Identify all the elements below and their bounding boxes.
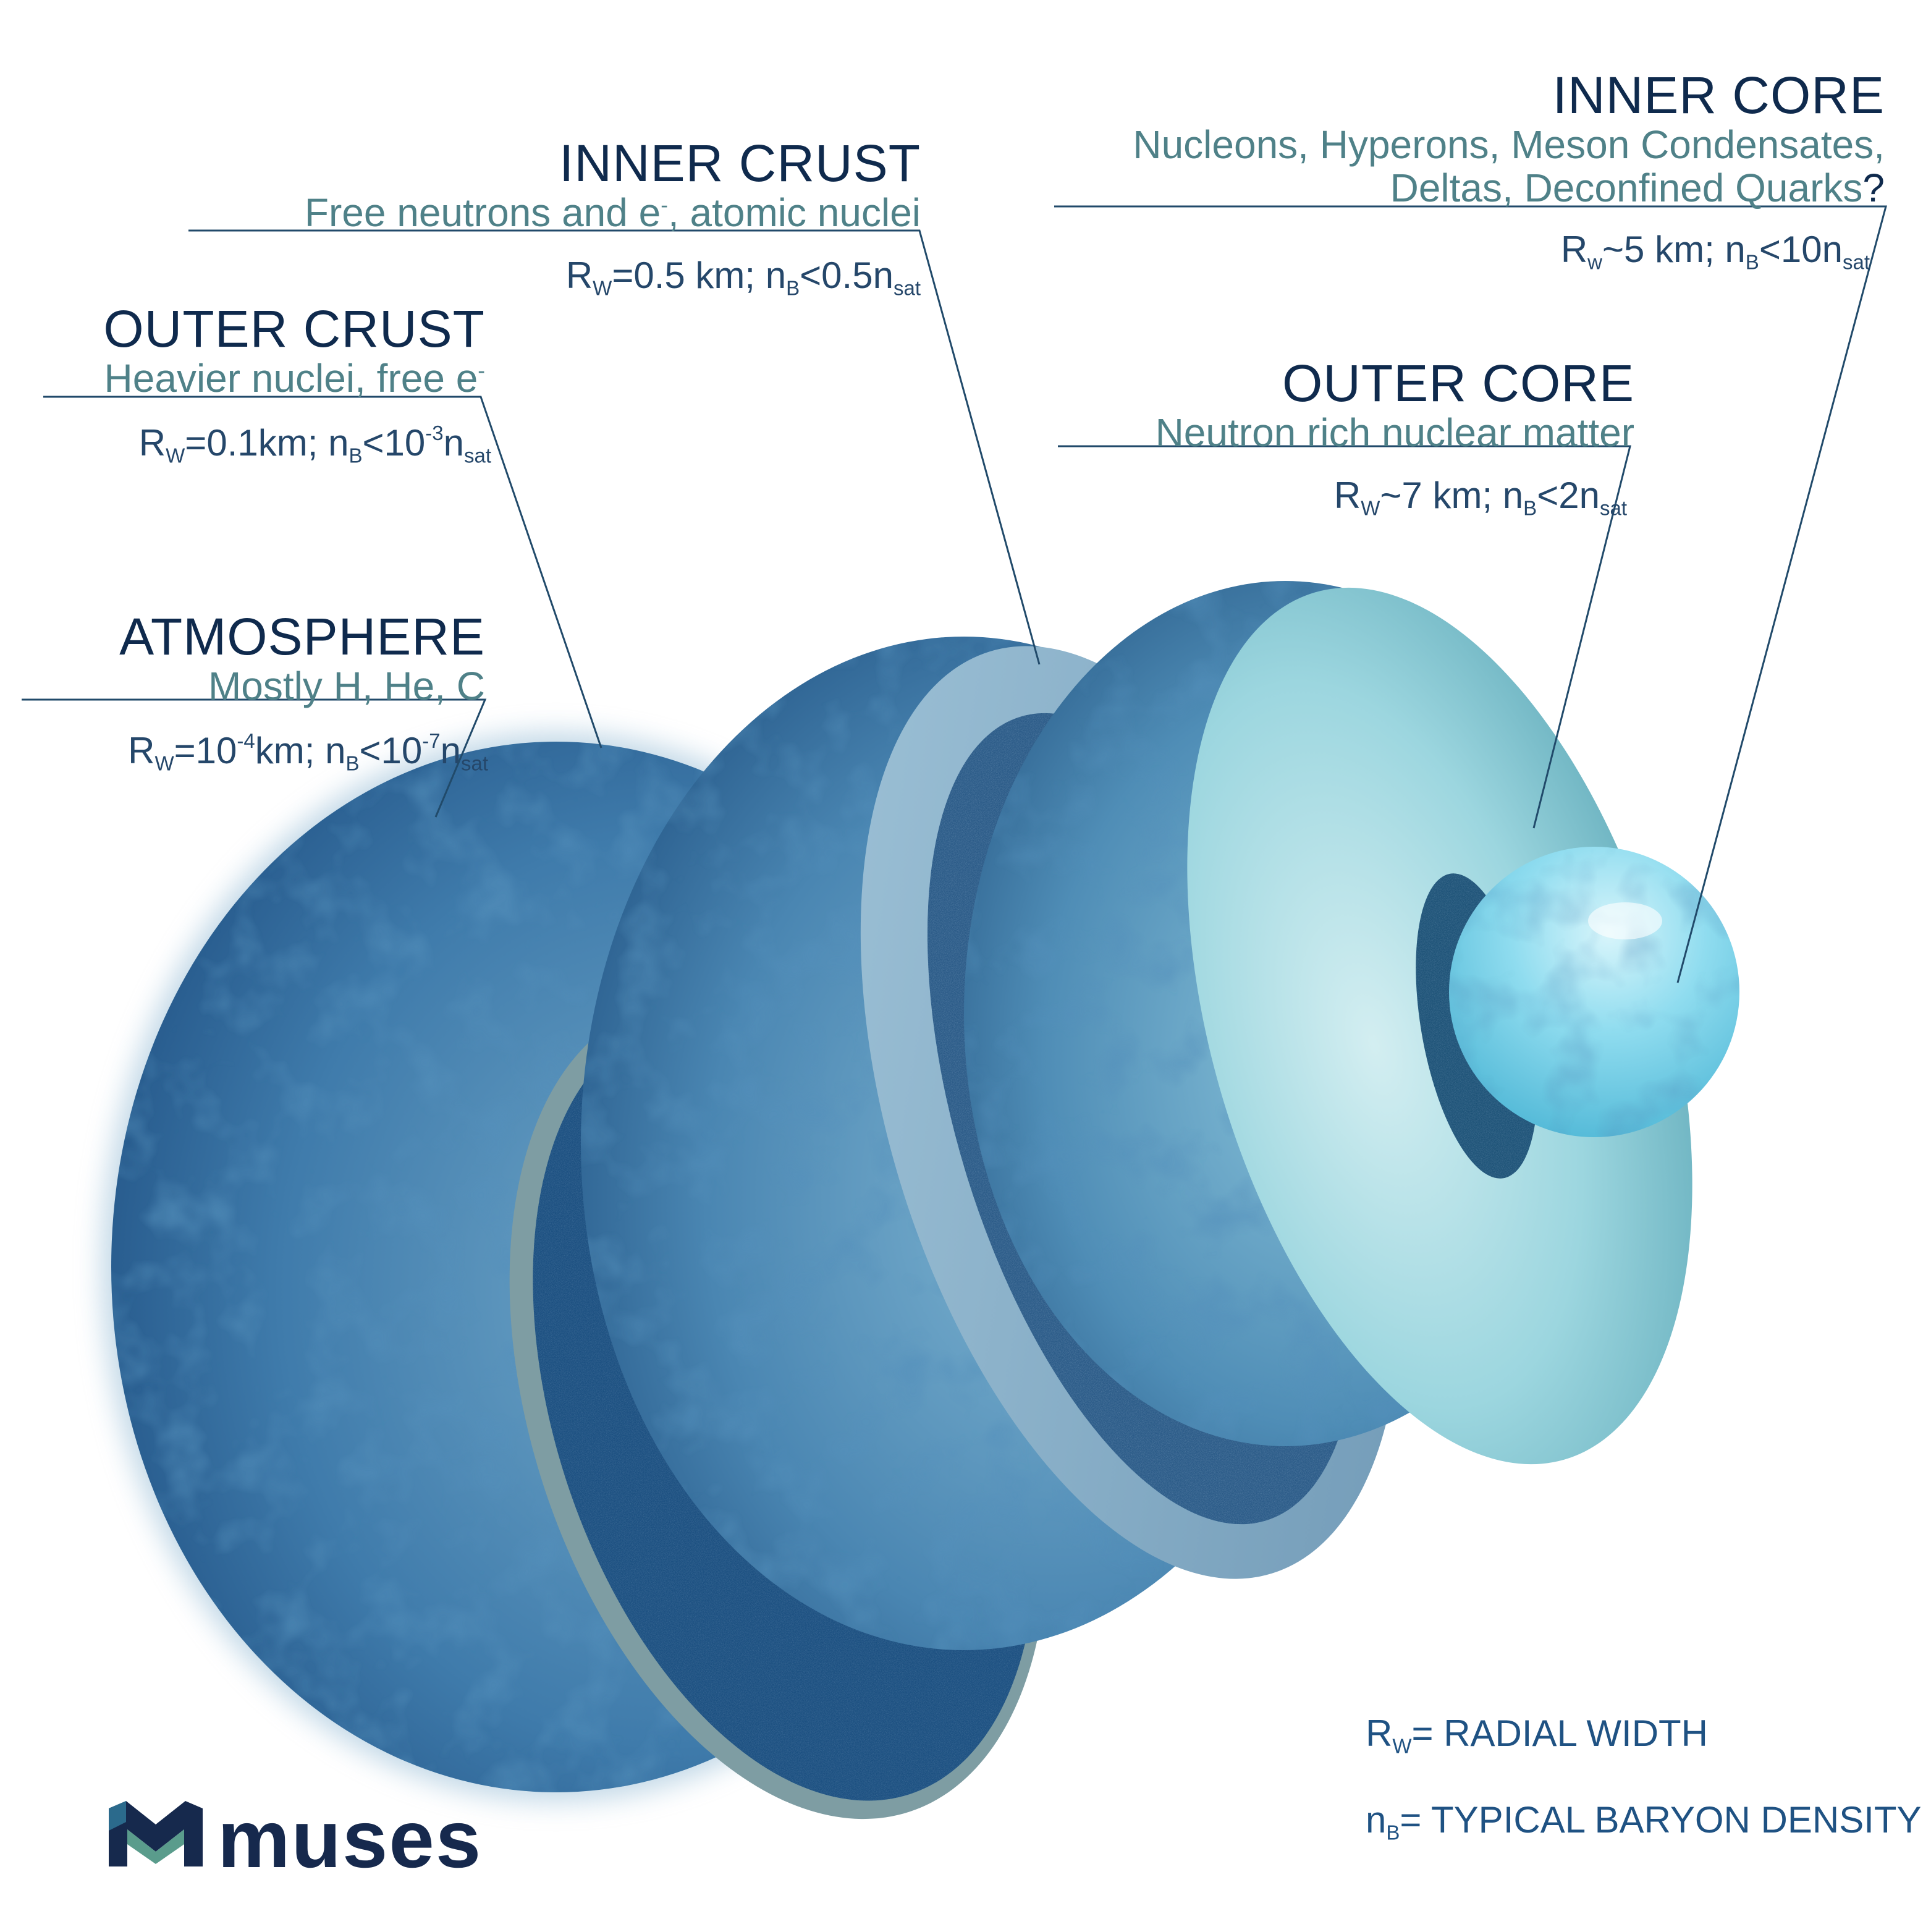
- atmosphere-parameters: RW=10-4km; nB<10-7nsat: [128, 729, 488, 775]
- legend-baryon-density: nB= TYPICAL BARYON DENSITY: [1366, 1799, 1922, 1844]
- inner-crust-composition: Free neutrons and e-, atomic nuclei: [304, 190, 921, 235]
- inner-crust-leader: [188, 229, 1041, 665]
- outer-crust-composition: Heavier nuclei, free e-: [104, 356, 485, 400]
- legend-radial-width: RW= RADIAL WIDTH: [1366, 1713, 1709, 1758]
- muses-wordmark: muses: [218, 1794, 483, 1884]
- inner-core-title: INNER CORE: [1552, 66, 1885, 124]
- atmosphere-title: ATMOSPHERE: [119, 608, 485, 666]
- leader-lines: [22, 205, 1887, 983]
- atmosphere-composition: Mostly H, He, C: [208, 664, 485, 708]
- inner-crust-label: INNER CRUST Free neutrons and e-, atomic…: [305, 137, 921, 299]
- muses-logo-icon: [109, 1801, 203, 1866]
- inner-core-sphere: [1449, 847, 1739, 1137]
- outer-core-title: OUTER CORE: [1282, 354, 1634, 412]
- atmosphere-label: ATMOSPHERE Mostly H, He, C RW=10-4km; nB…: [119, 608, 488, 775]
- atmosphere-leader: [22, 698, 487, 818]
- outer-crust-label: OUTER CRUST Heavier nuclei, free e- RW=0…: [103, 300, 491, 465]
- inner-crust-title: INNER CRUST: [559, 134, 921, 192]
- inner-core-leader: [1054, 205, 1887, 983]
- inner-core-composition-1: Nucleons, Hyperons, Meson Condensates,: [1133, 122, 1885, 167]
- outer-core-label: OUTER CORE Neutron rich nuclear matter R…: [1156, 357, 1634, 519]
- outer-core-leader: [1058, 445, 1631, 829]
- outer-crust-title: OUTER CRUST: [103, 300, 485, 358]
- inner-core-composition-2: Deltas, Deconfined Quarks?: [1390, 166, 1885, 210]
- inner-core-parameters: Rw~5 km; nB<10nsat: [1560, 229, 1870, 274]
- inner-crust-parameters: RW=0.5 km; nB<0.5nsat: [565, 255, 921, 300]
- outer-core-parameters: RW~7 km; nB<2nsat: [1333, 475, 1627, 520]
- inner-core-label: INNER CORE Nucleons, Hyperons, Meson Con…: [1133, 69, 1885, 273]
- outer-crust-parameters: RW=0.1km; nB<10-3nsat: [138, 422, 491, 467]
- outer-core-composition: Neutron rich nuclear matter: [1155, 410, 1634, 455]
- outer-crust-leader: [43, 396, 602, 748]
